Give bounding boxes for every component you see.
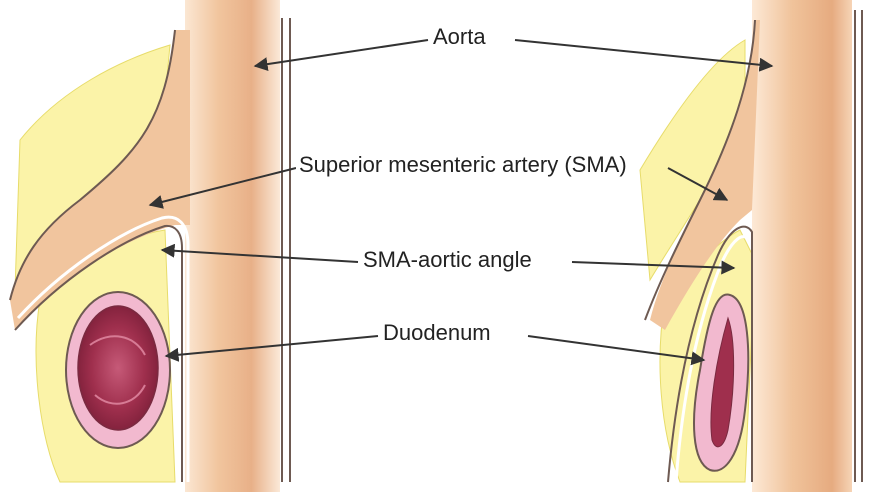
- label-duodenum: Duodenum: [380, 322, 494, 344]
- arrow-aorta-left: [255, 40, 428, 66]
- right-panel: [640, 0, 862, 492]
- left-aorta: [185, 0, 280, 492]
- label-sma: Superior mesenteric artery (SMA): [296, 154, 630, 176]
- label-sma-aortic-angle: SMA-aortic angle: [360, 249, 535, 271]
- left-duodenum-lumen: [78, 306, 158, 430]
- label-aorta: Aorta: [430, 26, 489, 48]
- left-panel: [10, 0, 290, 492]
- right-aorta: [752, 0, 852, 492]
